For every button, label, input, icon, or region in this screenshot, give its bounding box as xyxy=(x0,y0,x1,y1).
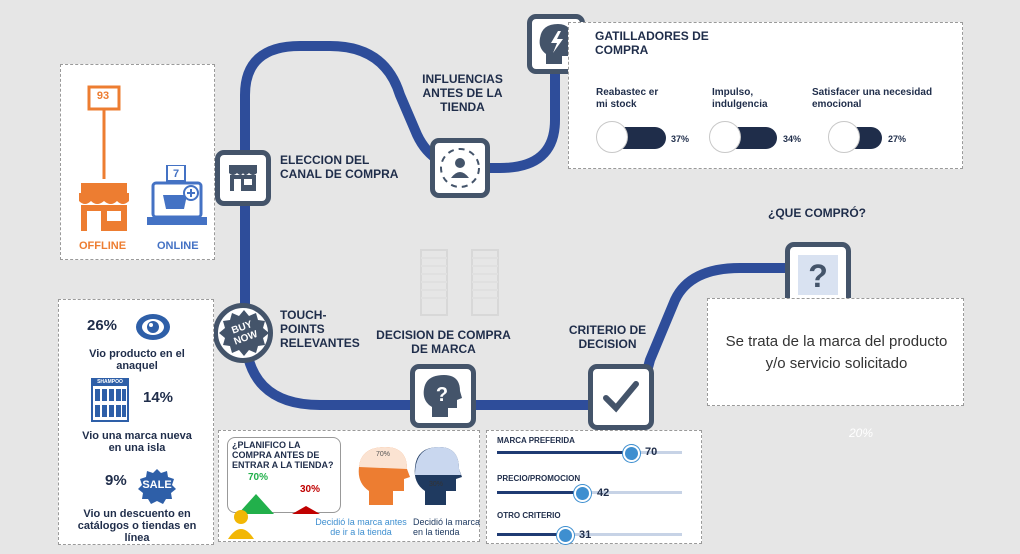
touchpoints-node: BUY NOW xyxy=(213,303,273,363)
person-arrows-icon xyxy=(440,148,480,188)
online-badge: 7 xyxy=(172,168,180,180)
result-panel: Se trata de la marca del producto y/o se… xyxy=(707,298,964,406)
person-icon xyxy=(228,510,254,539)
criteria-value-2: 31 xyxy=(579,529,592,541)
trigger-pct-1: 34% xyxy=(783,134,802,144)
shampoo-shelf-icon xyxy=(91,378,129,422)
shampoo-text: SHAMPOO xyxy=(97,379,123,385)
criteria-knob-1 xyxy=(574,485,591,502)
touch-text-2: Vio un descuento en catálogos o tiendas … xyxy=(77,508,197,544)
criteria-fill-1 xyxy=(497,491,580,494)
que-compro-label: ¿QUE COMPRÓ? xyxy=(768,206,866,220)
trigger-label-1: Impulso, indulgencia xyxy=(712,87,768,110)
plan-no-pct: 30% xyxy=(300,484,321,495)
touchpoints-panel: 26% Vio producto en el anaquel SHAMPOO 1… xyxy=(58,299,214,545)
channel-panel: 93 OFFLINE 7 ONLINE xyxy=(60,64,215,260)
head-question-icon: ? xyxy=(423,375,462,417)
canal-label: ELECCION DEL CANAL DE COMPRA xyxy=(280,153,399,181)
head-inside-icon xyxy=(414,447,462,505)
checkmark-icon xyxy=(602,378,640,416)
before-text: Decidió la marca antes de ir a la tienda xyxy=(315,517,407,537)
touch-text-0: Vio producto en el anaquel xyxy=(89,348,185,372)
laptop-cart-icon xyxy=(147,165,207,225)
touch-text-1: Vio una marca nueva en una isla xyxy=(82,430,192,454)
criterio-node xyxy=(588,364,654,430)
criteria-label-1: PRECIO/PROMOCION xyxy=(497,474,581,483)
criteria-fill-2 xyxy=(497,533,563,536)
que-compro-node: ? xyxy=(785,242,851,308)
criteria-knob-0 xyxy=(623,445,640,462)
inside-text: Decidió la marca en la tienda xyxy=(413,517,481,537)
decision-label: DECISION DE COMPRA DE MARCA xyxy=(376,328,511,356)
svg-text:?: ? xyxy=(808,258,828,294)
trigger-bar-0 xyxy=(596,121,666,153)
head-before-icon xyxy=(358,447,410,505)
offline-label: OFFLINE xyxy=(79,240,127,252)
inside-pct: 30% xyxy=(429,481,444,488)
touch-pct-1: 14% xyxy=(143,389,174,406)
svg-text:?: ? xyxy=(436,384,448,406)
touch-pct-0: 26% xyxy=(87,317,118,334)
influencias-label: INFLUENCIAS ANTES DE LA TIENDA xyxy=(422,72,503,114)
plan-triangles xyxy=(238,494,320,514)
plan-question-box: ¿PLANIFICO LA COMPRA ANTES DE ENTRAR A L… xyxy=(227,437,341,514)
store-icon xyxy=(79,85,129,231)
criteria-value-1: 42 xyxy=(597,487,610,499)
criteria-fill-0 xyxy=(497,451,629,454)
buy-now-badge-icon xyxy=(219,310,269,356)
influencias-node xyxy=(430,138,490,198)
touch-pct-2: 9% xyxy=(105,472,127,489)
plan-yes-pct: 70% xyxy=(248,472,269,483)
criteria-track-2 xyxy=(497,533,682,536)
offline-badge: 93 xyxy=(96,90,110,102)
faint-pct: 20% xyxy=(849,426,874,440)
head-lightning-icon xyxy=(539,24,574,64)
sale-text: SALE xyxy=(142,479,172,491)
trigger-label-0: Reabastec er mi stock xyxy=(596,87,659,110)
canal-node xyxy=(215,150,271,206)
criteria-value-0: 70 xyxy=(645,446,658,458)
criterio-label: CRITERIO DE DECISION xyxy=(568,323,647,351)
criteria-label-0: MARCA PREFERIDA xyxy=(497,436,575,445)
criteria-knob-2 xyxy=(557,527,574,544)
online-label: ONLINE xyxy=(157,240,199,252)
result-text: Se trata de la marca del producto y/o se… xyxy=(725,333,948,372)
gatilladores-title: GATILLADORES DE COMPRA xyxy=(595,29,709,57)
sale-tag-icon xyxy=(138,469,176,504)
trigger-bar-2 xyxy=(828,121,882,153)
trigger-bar-1 xyxy=(709,121,777,153)
criteria-panel: MARCA PREFERIDA 70 PRECIO/PROMOCION 42 O… xyxy=(486,430,702,544)
touchpoints-label: TOUCH-POINTS RELEVANTES xyxy=(280,308,360,350)
trigger-label-2: Satisfacer una necesidad emocional xyxy=(812,87,933,110)
trigger-pct-2: 27% xyxy=(888,134,907,144)
plan-panel: ¿PLANIFICO LA COMPRA ANTES DE ENTRAR A L… xyxy=(218,430,480,542)
before-pct: 70% xyxy=(376,451,391,458)
eye-icon xyxy=(136,314,170,340)
plan-question: ¿PLANIFICO LA COMPRA ANTES DE ENTRAR A L… xyxy=(232,440,334,470)
trigger-pct-0: 37% xyxy=(671,134,690,144)
decision-node: ? xyxy=(410,364,476,428)
shop-icon xyxy=(229,165,257,191)
question-icon: ? xyxy=(798,255,838,295)
criteria-label-2: OTRO CRITERIO xyxy=(497,511,561,520)
